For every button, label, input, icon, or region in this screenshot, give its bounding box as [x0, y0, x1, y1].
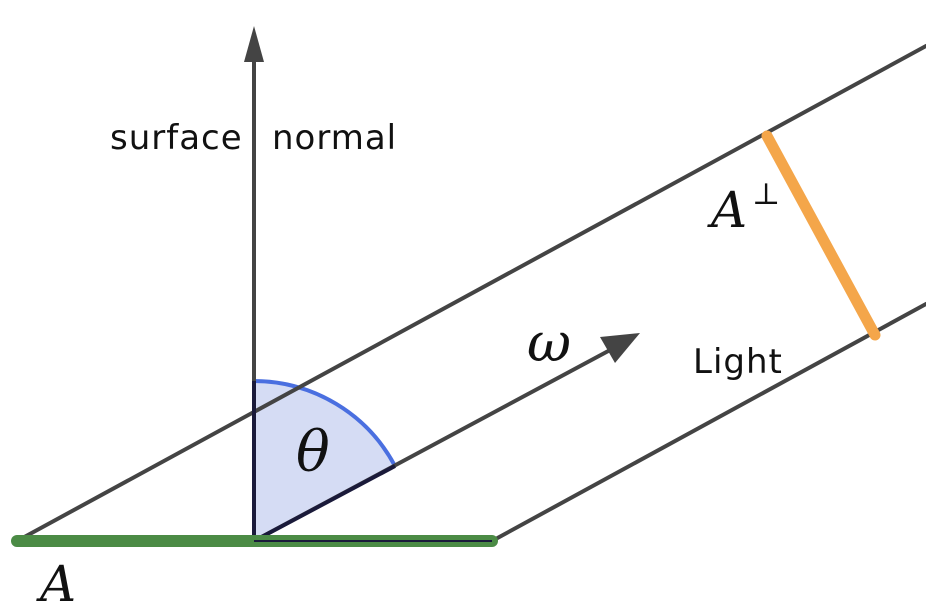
light-label: Light: [693, 342, 783, 382]
theta-arc: [253, 379, 397, 467]
omega-label: ω: [527, 311, 571, 374]
perpendicular-area-superscript: ⊥: [752, 177, 780, 212]
area-label: A: [36, 555, 76, 607]
omega-arrowhead: [600, 333, 640, 363]
perpendicular-area-label: A: [707, 181, 747, 239]
theta-wedge: [254, 381, 395, 541]
perpendicular-area-segment: [761, 130, 881, 341]
surface-label: surface: [110, 118, 243, 158]
light-beam-upper-edge: [15, 44, 926, 543]
surface-normal-arrowhead: [244, 26, 264, 62]
theta-wedge-slanted-edge: [253, 464, 396, 543]
theta-label: θ: [296, 420, 330, 485]
normal-label: normal: [272, 118, 397, 158]
light-beam-lower-edge: [490, 302, 926, 543]
